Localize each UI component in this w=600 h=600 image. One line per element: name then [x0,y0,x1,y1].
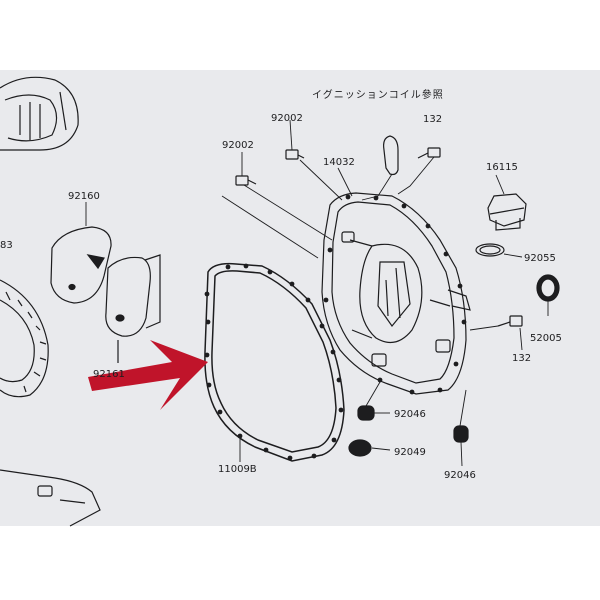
label-92055: 92055 [524,253,556,264]
gasket-92161-drawing [105,256,151,337]
bolt-92002-b-drawing [285,149,305,160]
cover-92160-drawing [50,226,112,304]
leader-lines [85,119,549,467]
label-132-right: 132 [512,353,531,364]
plug-92046-a-drawing [357,405,375,421]
clutch-cover-14032-drawing [321,192,471,395]
o-ring-92055-drawing [475,243,505,257]
chain-drawing [0,279,49,398]
label-92049: 92049 [394,447,426,458]
engine-block-drawing [0,76,79,151]
oil-cap-16115-drawing [487,193,527,231]
label-92002-b: 92002 [271,113,303,124]
label-92046-a: 92046 [394,409,426,420]
label-132-top: 132 [423,114,442,125]
label-52005: 52005 [530,333,562,344]
bolt-92002-a-drawing [235,175,257,186]
bolt-132-right-drawing [497,315,523,327]
label-16115: 16115 [486,162,518,173]
cover-gasket-11009B-drawing [204,262,345,462]
ignition-coil-note: イグニッションコイル參照 [312,88,444,101]
label-14032: 14032 [323,157,355,168]
bolt-132-top-drawing [417,147,441,159]
lower-case-drawing [0,469,101,527]
label-92002-a: 92002 [222,140,254,151]
label-92046-b: 92046 [444,470,476,481]
label-11009B: 11009B [218,464,257,475]
red-pointer-arrow [88,340,208,410]
plug-92049-drawing [348,439,372,457]
label-83: 83 [0,240,13,251]
oil-seal-52005-drawing [536,274,560,302]
plug-92046-b-drawing [453,425,469,443]
coil-bracket-drawing [383,135,399,176]
label-92160: 92160 [68,191,100,202]
label-92161: 92161 [93,369,125,380]
